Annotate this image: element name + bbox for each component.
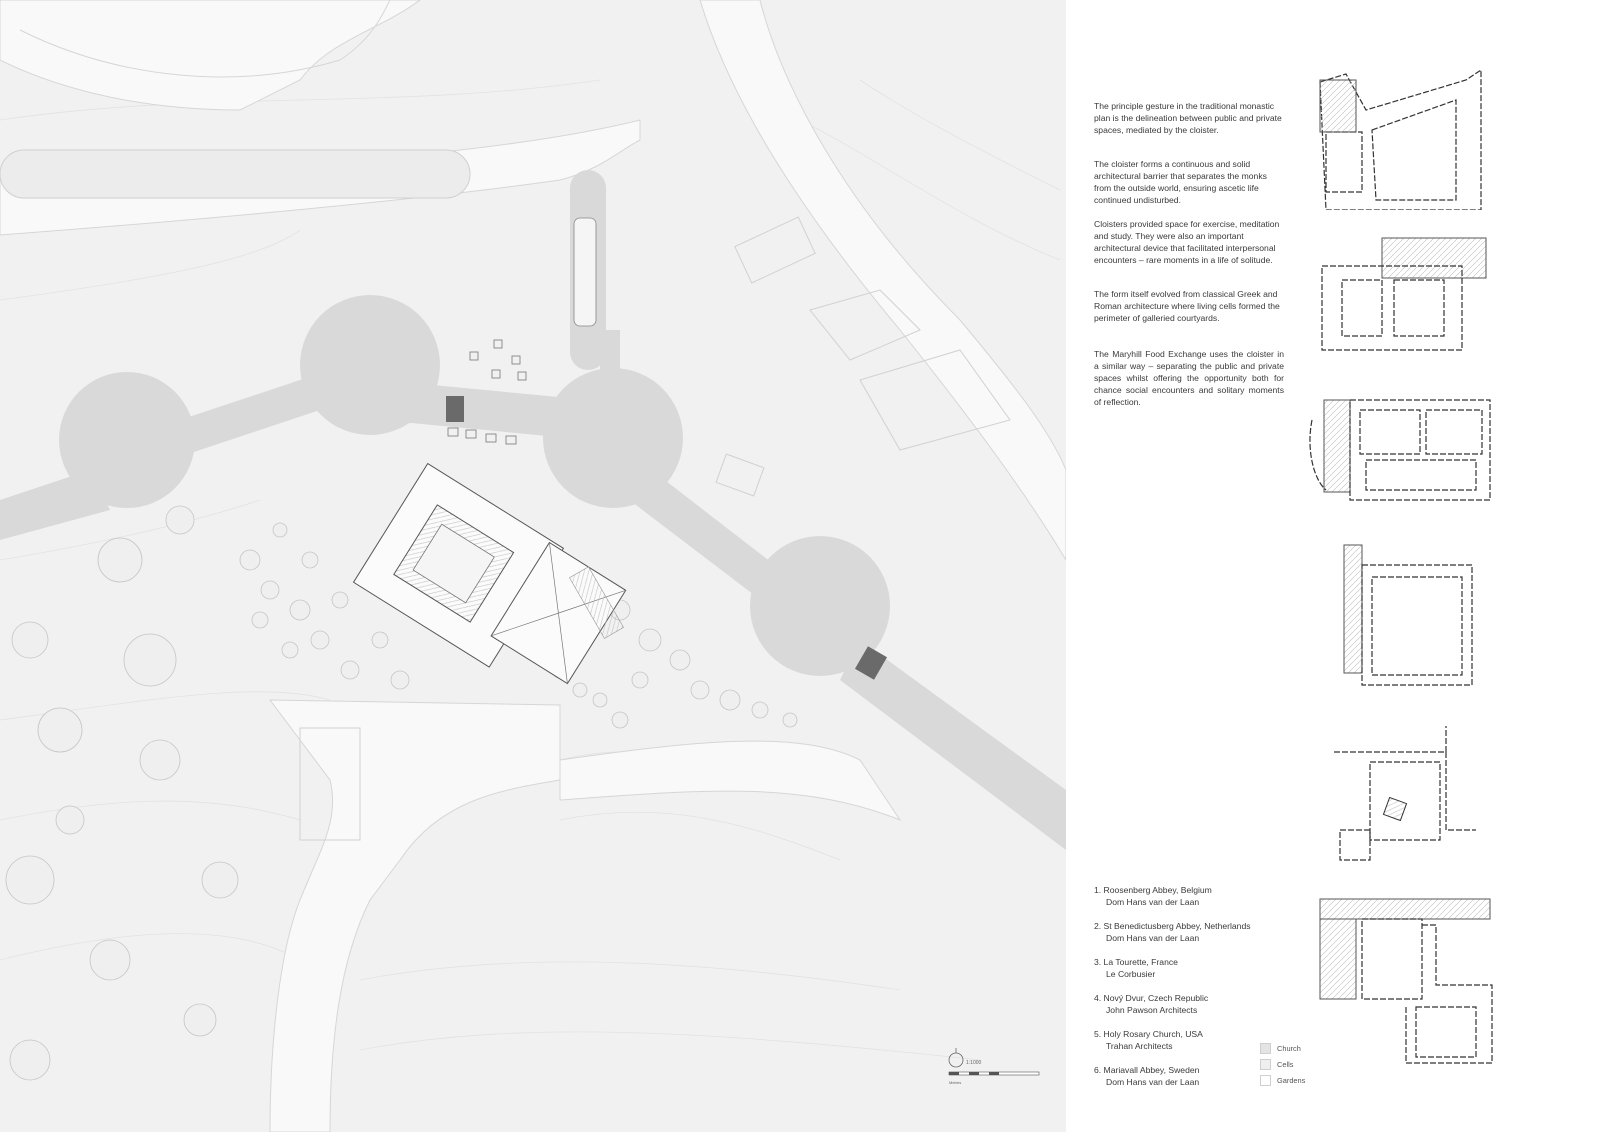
contour-lines (0, 79, 1061, 1061)
tree-row (0, 149, 471, 199)
reference-place: 3. La Tourette, France (1094, 957, 1178, 967)
description-paragraph: The principle gesture in the traditional… (1094, 101, 1282, 135)
legend: Church Cells Gardens (1260, 1040, 1340, 1088)
description-paragraph: Cloisters provided space for exercise, m… (1094, 219, 1280, 265)
description-paragraph: The Maryhill Food Exchange uses the cloi… (1094, 349, 1284, 407)
site-furniture (447, 339, 527, 445)
sketch-plan-6 (1319, 898, 1493, 1064)
reference-item: 3. La Tourette, France Le Corbusier (1094, 956, 1314, 980)
site-plan: 1:1000 Metres (0, 0, 1066, 1132)
scale-ratio: 1:1000 (966, 1060, 982, 1066)
legend-label: Gardens (1277, 1075, 1306, 1085)
footbridges (446, 396, 888, 680)
scale-unit: Metres (949, 1080, 961, 1085)
reference-item: 5. Holy Rosary Church, USA Trahan Archite… (1094, 1028, 1314, 1052)
reference-place: 6. Mariavall Abbey, Sweden (1094, 1065, 1200, 1075)
sketch-plan-5 (1334, 726, 1476, 861)
reference-architect: Dom Hans van der Laan (1106, 933, 1200, 943)
reference-place: 1. Roosenberg Abbey, Belgium (1094, 885, 1212, 895)
legend-item: Church (1260, 1040, 1340, 1056)
legend-label: Cells (1277, 1059, 1294, 1069)
reference-architect: John Pawson Architects (1106, 1005, 1198, 1015)
canal-boat (573, 217, 597, 327)
water-channels (0, 170, 1066, 850)
site-plan-drawing: 1:1000 Metres (0, 0, 1066, 1132)
sketch-plan-2 (1321, 237, 1487, 351)
food-exchange-building (352, 462, 627, 685)
reference-place: 4. Nový Dvur, Czech Republic (1094, 993, 1209, 1003)
legend-item: Gardens (1260, 1072, 1340, 1088)
legend-item: Cells (1260, 1056, 1340, 1072)
legend-swatch (1260, 1058, 1271, 1070)
reference-architect: Dom Hans van der Laan (1106, 897, 1200, 907)
building-outlines (299, 216, 1011, 841)
description-paragraph: The form itself evolved from classical G… (1094, 289, 1280, 323)
legend-swatch (1260, 1074, 1271, 1086)
reference-architect: Trahan Architects (1106, 1041, 1173, 1051)
roads (0, 0, 1066, 1132)
reference-architect: Dom Hans van der Laan (1106, 1077, 1200, 1087)
reference-place: 2. St Benedictusberg Abbey, Netherlands (1094, 921, 1251, 931)
scale-bar: 1:1000 Metres (948, 1048, 1040, 1085)
reference-architect: Le Corbusier (1106, 969, 1156, 979)
legend-label: Church (1277, 1043, 1301, 1053)
description-paragraph: The cloister forms a continuous and soli… (1094, 159, 1267, 205)
reference-place: 5. Holy Rosary Church, USA (1094, 1029, 1203, 1039)
legend-swatch (1260, 1042, 1271, 1054)
text-panel: The principle gesture in the traditional… (1066, 0, 1600, 1132)
sketch-plan-3 (1309, 399, 1491, 501)
sketch-plan-4 (1343, 544, 1473, 686)
sketch-plan-1 (1319, 68, 1482, 210)
